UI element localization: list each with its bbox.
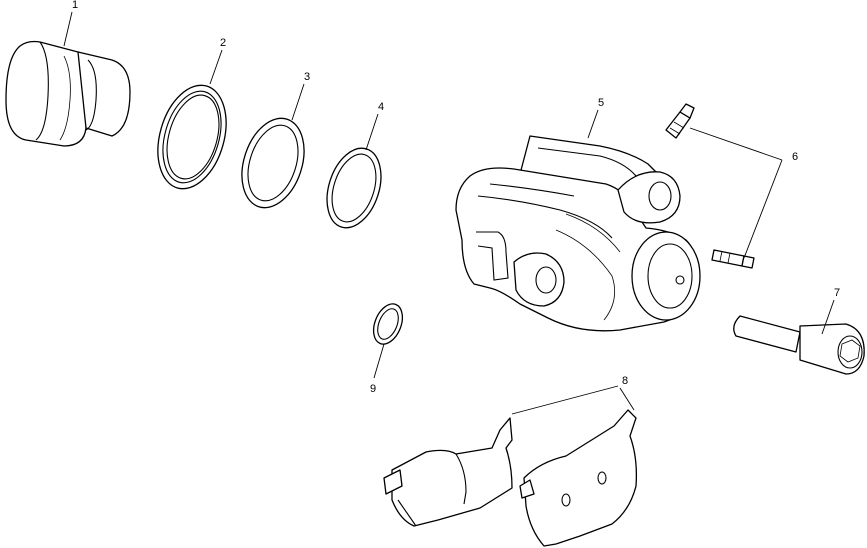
- part-6-bleeder-screw-upper[interactable]: [665, 103, 695, 139]
- svg-text:1: 1: [72, 0, 78, 11]
- part-7-guide-pin[interactable]: [733, 315, 865, 375]
- svg-text:9: 9: [370, 383, 376, 395]
- part-1-piston[interactable]: [5, 40, 131, 147]
- callout-3: 3: [291, 71, 310, 121]
- part-2-dust-seal[interactable]: [147, 77, 238, 197]
- svg-text:3: 3: [304, 71, 310, 83]
- part-3-seal-ring[interactable]: [231, 110, 315, 215]
- part-5-caliper-body[interactable]: [455, 135, 701, 332]
- svg-text:2: 2: [220, 37, 226, 49]
- callout-1: 1: [63, 0, 78, 47]
- part-8-brake-pad-left[interactable]: [383, 417, 513, 527]
- callout-5: 5: [587, 97, 604, 139]
- callout-2: 2: [209, 37, 226, 85]
- callout-9: 9: [370, 343, 385, 395]
- part-4-piston-seal[interactable]: [318, 141, 391, 234]
- callout-6: 6: [689, 127, 798, 259]
- part-9-o-ring[interactable]: [368, 300, 408, 349]
- svg-text:6: 6: [792, 151, 798, 163]
- svg-text:8: 8: [622, 375, 628, 387]
- callout-8: 8: [511, 375, 635, 415]
- svg-text:4: 4: [378, 101, 384, 113]
- svg-text:7: 7: [834, 287, 840, 299]
- part-6-bleeder-screw-lower[interactable]: [711, 249, 755, 269]
- svg-text:5: 5: [598, 97, 604, 109]
- part-8-brake-pad-right[interactable]: [519, 409, 638, 547]
- callout-7: 7: [821, 287, 840, 335]
- callout-4: 4: [365, 101, 384, 151]
